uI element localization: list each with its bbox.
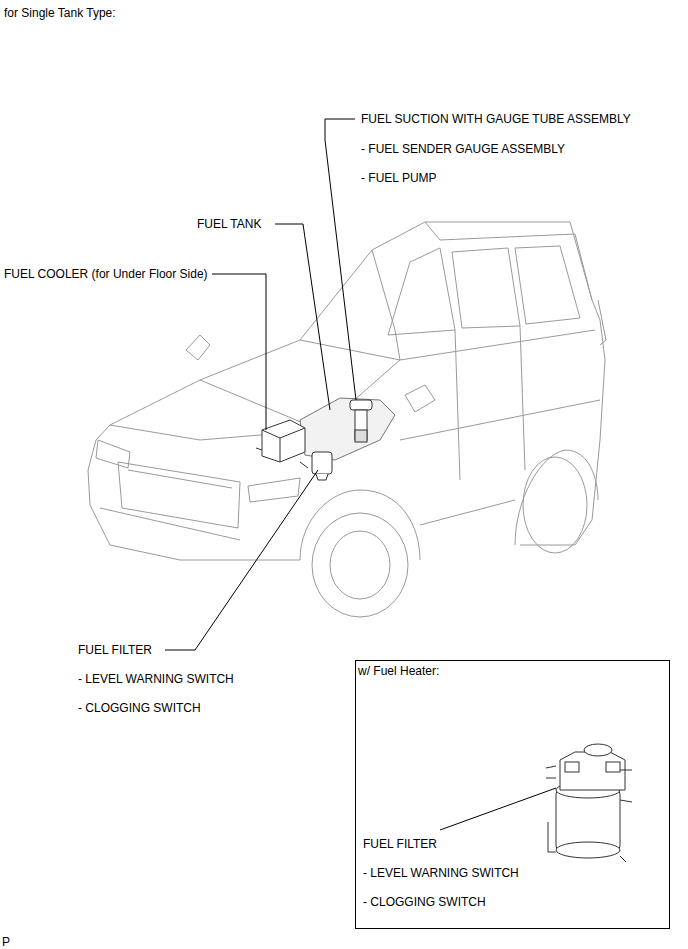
sub-part-name: - CLOGGING SWITCH	[363, 895, 486, 909]
sub-part-name: - FUEL SENDER GAUGE ASSEMBLY	[361, 142, 565, 156]
sub-part-name: - LEVEL WARNING SWITCH	[78, 672, 234, 686]
inset-box: w/ Fuel Heater: FUEL FILTER - LEVEL WARNIN…	[355, 660, 670, 929]
part-name: FUEL COOLER (for Under Floor Side)	[4, 267, 208, 281]
part-name: FUEL FILTER	[363, 837, 437, 851]
diagram-title: for Single Tank Type:	[4, 6, 116, 20]
sub-part-name: - CLOGGING SWITCH	[78, 701, 201, 715]
part-name: FUEL SUCTION WITH GAUGE TUBE ASSEMBLY	[361, 112, 631, 126]
part-name: FUEL FILTER	[78, 643, 152, 657]
sub-part-name: - LEVEL WARNING SWITCH	[363, 866, 519, 880]
fuel-components	[256, 398, 632, 862]
car-outline	[88, 222, 606, 617]
leader-lines	[165, 119, 556, 830]
sub-part-name: - FUEL PUMP	[361, 171, 437, 185]
part-name: FUEL TANK	[197, 217, 261, 231]
figure-code: P	[2, 935, 10, 949]
inset-heading: w/ Fuel Heater:	[358, 664, 439, 678]
